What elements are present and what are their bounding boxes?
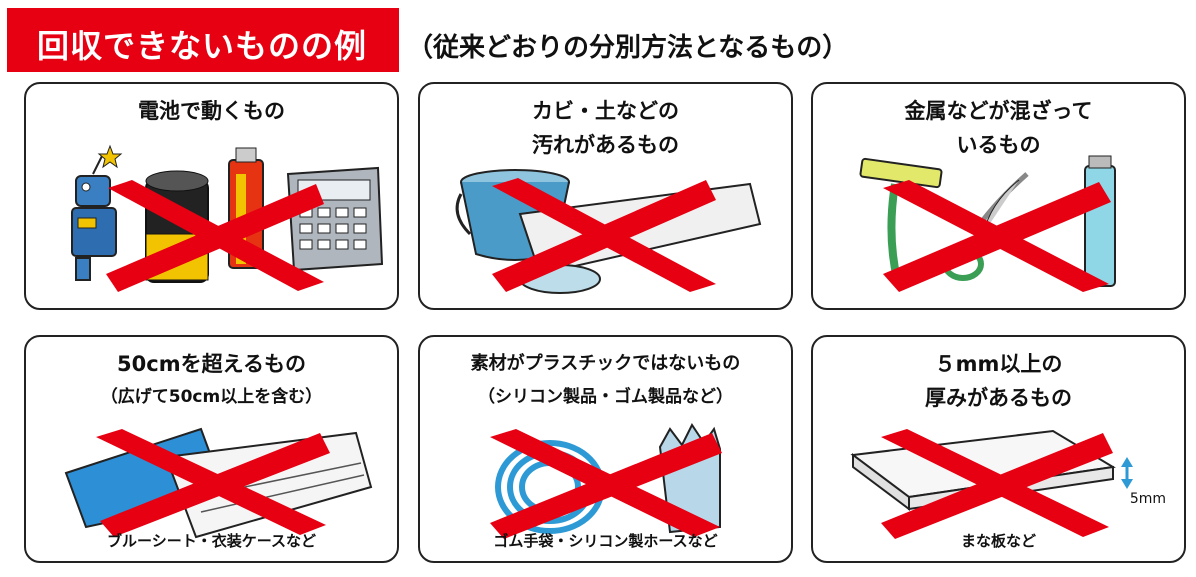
page-title: 回収できないものの例 — [37, 27, 368, 65]
card-non-plastic-items: 素材がプラスチックではないもの （シリコン製品・ゴム製品など） ゴム手袋・シリコ… — [418, 335, 793, 563]
metal-items-illustration — [859, 155, 1116, 292]
robot-toy-icon — [71, 144, 123, 281]
card-title: 金属などが混ざって いるもの — [904, 99, 1093, 157]
card-title: 50cmを超えるもの — [117, 352, 306, 376]
header-banner: 回収できないものの例 — [7, 8, 399, 72]
card-note: （広げて50cm以上を含む） — [100, 387, 323, 407]
battery-items-illustration — [71, 144, 384, 292]
cross-mark-icon — [881, 429, 1113, 539]
card-metal-mixed-items: 金属などが混ざって いるもの — [811, 82, 1186, 310]
cross-mark-icon — [883, 180, 1111, 292]
lighter-icon — [1084, 155, 1116, 287]
card-battery-items: 電池で動くもの — [24, 82, 399, 310]
large-items-illustration — [64, 427, 373, 539]
card-thick-items: ５mm以上の 厚みがあるもの 5mm まな板など — [811, 335, 1186, 563]
card-note: （シリコン製品・ゴム製品など） — [478, 387, 733, 407]
calculator-icon — [286, 166, 384, 272]
cross-mark-icon — [106, 180, 324, 292]
card-title: ５mm以上の 厚みがあるもの — [925, 352, 1072, 410]
cross-mark-icon — [96, 429, 330, 537]
card-caption: ブルーシート・衣装ケースなど — [107, 532, 316, 550]
card-title: カビ・土などの 汚れがあるもの — [532, 99, 679, 157]
card-title: 電池で動くもの — [138, 99, 285, 123]
card-over-50cm-items: 50cmを超えるもの （広げて50cm以上を含む） ブルーシート・衣装ケースなど — [24, 335, 399, 563]
card-caption: まな板など — [960, 532, 1036, 550]
card-caption: ゴム手袋・シリコン製ホースなど — [493, 532, 718, 550]
dirty-items-illustration — [455, 169, 762, 294]
page-subtitle: （従来どおりの分別方法となるもの） — [407, 33, 849, 63]
cross-mark-icon — [492, 178, 716, 292]
cross-mark-icon — [490, 429, 722, 539]
thickness-label: 5mm — [1129, 491, 1166, 507]
card-dirty-items: カビ・土などの 汚れがあるもの — [418, 82, 793, 310]
card-title: 素材がプラスチックではないもの — [470, 353, 741, 374]
non-plastic-items-illustration — [490, 423, 722, 539]
dimension-arrow-icon — [1121, 457, 1133, 489]
thick-items-illustration — [850, 429, 1133, 539]
